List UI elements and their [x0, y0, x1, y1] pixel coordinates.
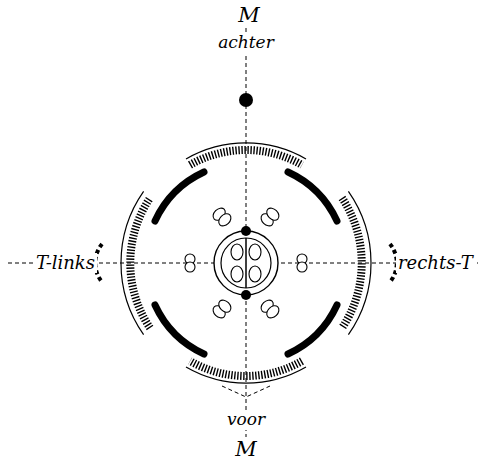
petals	[155, 172, 337, 354]
direction-label: rechts-T	[396, 253, 475, 274]
ovary	[214, 226, 278, 300]
direction-label: voor	[225, 410, 267, 430]
direction-label: T-links	[34, 253, 97, 274]
direction-label: achter	[216, 33, 276, 53]
stamens	[185, 206, 307, 321]
axis-letter: M	[236, 3, 262, 27]
axis-letter: M	[233, 437, 259, 461]
symmetry-axes	[8, 28, 478, 440]
sepals	[121, 143, 371, 383]
axis-dot	[239, 93, 253, 107]
